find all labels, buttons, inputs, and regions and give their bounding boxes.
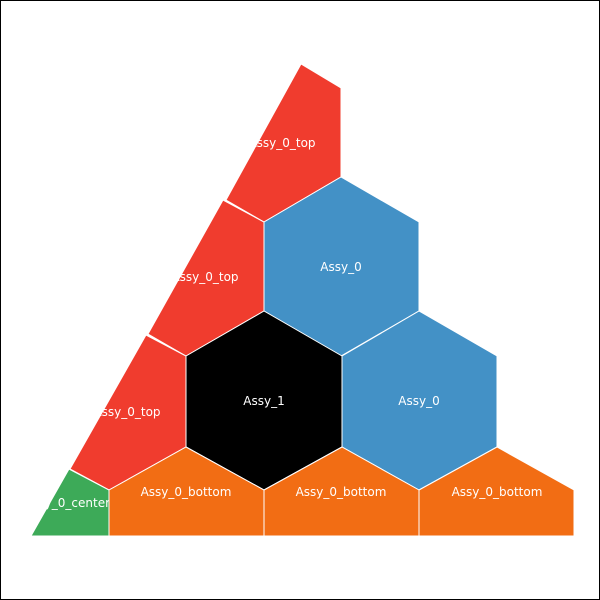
cell-top-2-label: Assy_0_top [171,270,238,284]
cell-bottom-3-label: Assy_0_bottom [452,485,543,499]
cell-bottom-2-label: Assy_0_bottom [296,485,387,499]
cell-corner-shape [30,468,110,537]
cell-hex-upper: Assy_0 [263,176,420,357]
cell-top-2: Assy_0_top [147,199,265,357]
cell-top-3-label: Assy_0_top [93,405,160,419]
cell-hex-center-label: Assy_1 [243,394,284,408]
cell-bottom-1-label: Assy_0_bottom [141,485,232,499]
cell-top-1: Assy_0_top [225,63,342,223]
cell-hex-right-label: Assy_0 [398,394,439,408]
cell-bottom-2: Assy_0_bottom [263,446,420,537]
cell-bottom-1: Assy_0_bottom [108,446,265,537]
cell-top-1-label: Assy_0_top [248,136,315,150]
cell-hex-upper-label: Assy_0 [320,260,361,274]
cell-bottom-3: Assy_0_bottom [418,446,575,537]
cell-bottom-3-shape [418,446,575,537]
cell-corner-label: Assy_0_center [24,496,110,510]
